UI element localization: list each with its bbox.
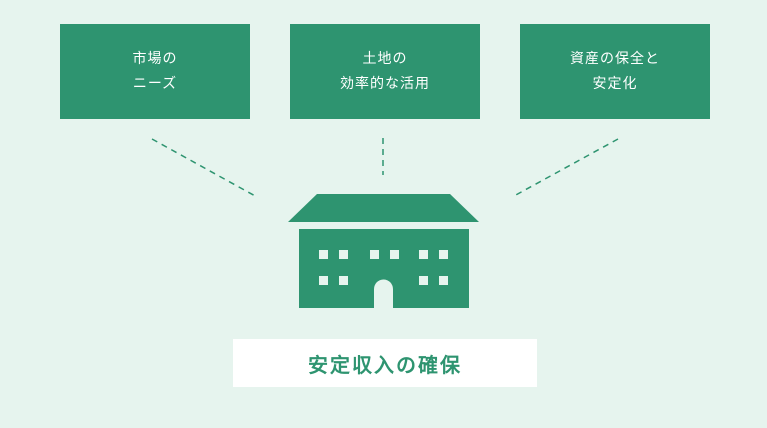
result-caption-text: 安定収入の確保	[308, 352, 462, 377]
factor-box-land-use: 土地の 効率的な活用	[290, 24, 480, 119]
factor-box-market-needs: 市場の ニーズ	[60, 24, 250, 119]
result-caption: 安定収入の確保	[233, 339, 537, 387]
factor-box-asset-preservation: 資産の保全と 安定化	[520, 24, 710, 119]
connector-line-right	[513, 138, 619, 197]
factor-label-line: 土地の	[362, 50, 408, 67]
factor-label-line: 効率的な活用	[340, 75, 430, 92]
building-icon	[288, 194, 479, 308]
factor-label-line: 安定化	[592, 75, 638, 92]
factor-label-line: 資産の保全と	[570, 50, 660, 67]
factor-label-line: ニーズ	[132, 75, 178, 92]
factor-label-line: 市場の	[132, 50, 178, 67]
connector-line-left	[151, 138, 258, 198]
